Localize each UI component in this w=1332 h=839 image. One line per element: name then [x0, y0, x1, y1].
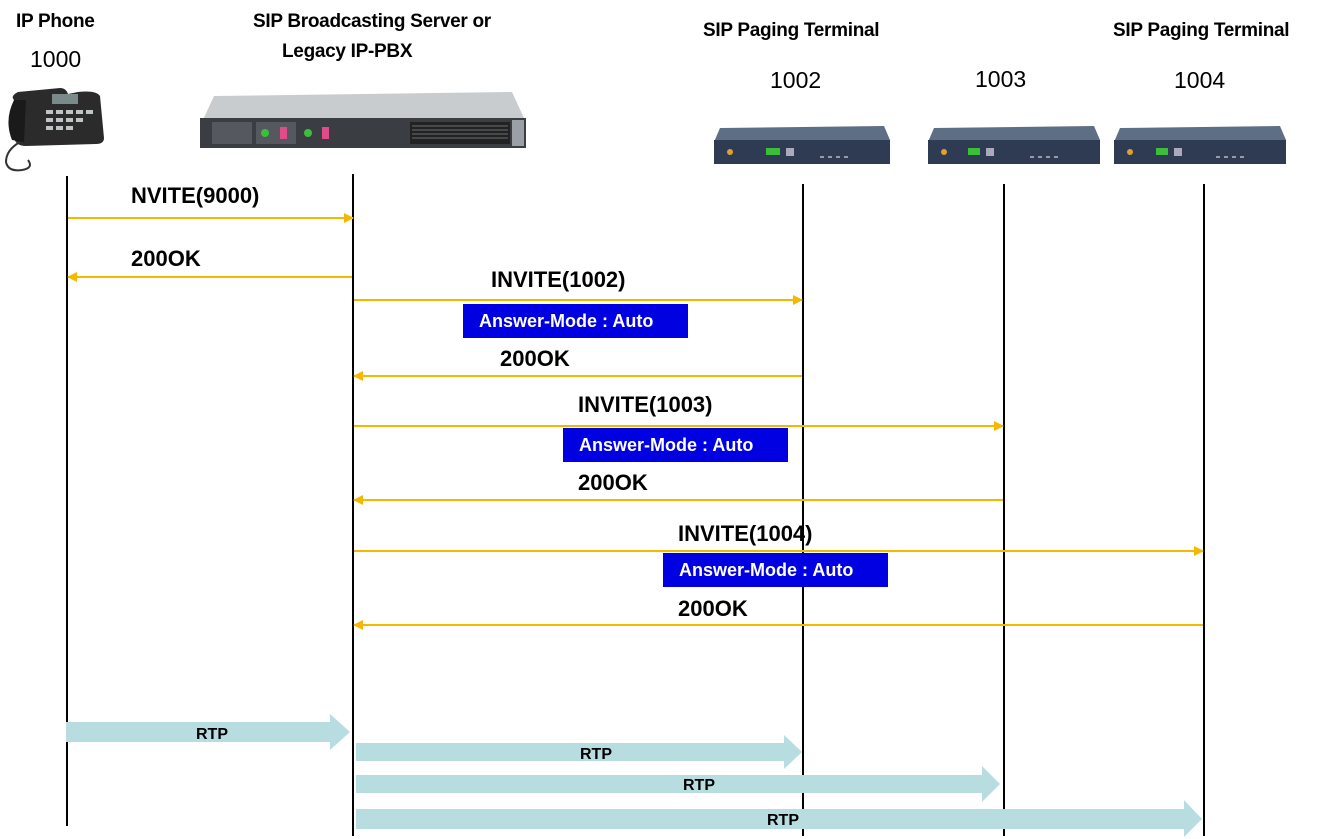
answer-mode-text: Answer-Mode : Auto [679, 560, 853, 580]
ip-phone-icon [4, 88, 105, 172]
rtp-stream-server-to-1002: RTP [356, 735, 802, 769]
rtp-label: RTP [580, 746, 612, 763]
rtp-label: RTP [683, 777, 715, 794]
rtp-label: RTP [767, 812, 799, 829]
answer-mode-box [563, 428, 788, 462]
participant-title-server: SIP Broadcasting Server or [253, 11, 491, 32]
message-label: 200OK [578, 470, 648, 495]
message-label: INVITE(1003) [578, 392, 713, 417]
participant-number-phone: 1000 [30, 46, 82, 72]
participant-number-1003: 1003 [975, 66, 1027, 92]
answer-mode-box [663, 553, 888, 587]
message-invite-1002: INVITE(1002) Answer-Mode : Auto [354, 267, 803, 338]
message-invite-1004: INVITE(1004) Answer-Mode : Auto [354, 521, 1204, 587]
rtp-stream-server-to-1004: RTP [356, 800, 1202, 837]
participant-title-phone: IP Phone [16, 11, 95, 32]
message-200ok-to-phone: 200OK [67, 246, 352, 282]
rtp-stream-server-to-1003: RTP [356, 766, 1000, 802]
server-rack-icon [200, 92, 526, 148]
message-200ok-from-1002: 200OK [353, 346, 802, 381]
participant-title-terminal-1002: SIP Paging Terminal [703, 20, 880, 41]
message-label: INVITE(1004) [678, 521, 813, 546]
answer-mode-text: Answer-Mode : Auto [479, 311, 653, 331]
rtp-stream-phone-to-server: RTP [66, 714, 350, 750]
paging-terminal-1003-icon [928, 126, 1100, 164]
participant-title-server-line2: Legacy IP-PBX [282, 41, 413, 62]
rtp-label: RTP [196, 726, 228, 743]
message-label: 200OK [131, 246, 201, 271]
message-200ok-from-1004: 200OK [353, 596, 1203, 630]
message-label: NVITE(9000) [131, 183, 259, 208]
message-invite-9000: NVITE(9000) [68, 183, 354, 223]
message-label: INVITE(1002) [491, 267, 626, 292]
message-label: 200OK [500, 346, 570, 371]
paging-terminal-1002-icon [714, 126, 890, 164]
message-200ok-from-1003: 200OK [353, 470, 1003, 505]
answer-mode-box [463, 304, 688, 338]
participant-title-terminal-1004: SIP Paging Terminal [1113, 20, 1290, 41]
message-invite-1003: INVITE(1003) Answer-Mode : Auto [354, 392, 1004, 462]
answer-mode-text: Answer-Mode : Auto [579, 435, 753, 455]
paging-terminal-1004-icon [1114, 126, 1286, 164]
participant-number-1002: 1002 [770, 67, 822, 93]
message-label: 200OK [678, 596, 748, 621]
participant-number-1004: 1004 [1174, 67, 1226, 93]
